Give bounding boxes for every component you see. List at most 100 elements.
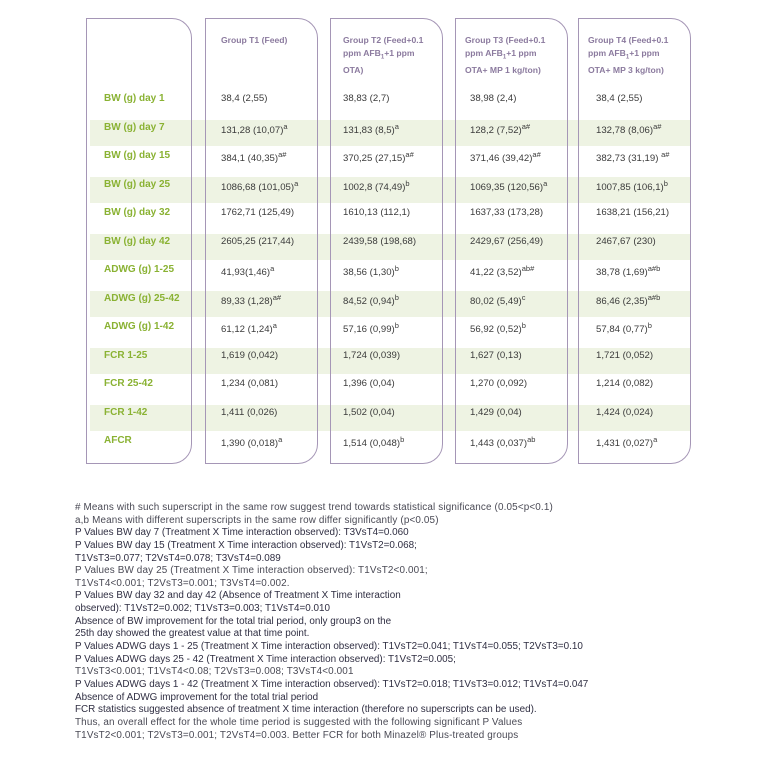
label-column-frame <box>86 18 192 464</box>
table-cell: 1007,85 (106,1)b <box>596 179 668 193</box>
cell-value: 56,92 (0,52) <box>470 324 522 335</box>
footnote-line: T1VsT2<0.001; T2VsT3=0.001; T2VsT4=0.003… <box>75 729 519 741</box>
footnote-line: P Values ADWG days 1 - 25 (Treatment X T… <box>75 641 583 653</box>
table-cell: 2429,67 (256,49) <box>470 236 543 247</box>
table-cell: 84,52 (0,94)b <box>343 293 399 307</box>
cell-value: 1638,21 (156,21) <box>596 207 670 218</box>
table-cell: 1762,71 (125,49) <box>221 207 294 218</box>
cell-value: 61,12 (1,24) <box>221 324 273 335</box>
table-cell: 1610,13 (112,1) <box>343 207 410 218</box>
table-cell: 89,33 (1,28)a# <box>221 293 281 307</box>
footnotes: # Means with such superscript in the sam… <box>75 502 755 742</box>
cell-superscript: a <box>653 435 658 444</box>
cell-superscript: b <box>394 264 399 273</box>
group-t2-column-frame <box>330 18 443 464</box>
cell-value: 84,52 (0,94) <box>343 295 395 307</box>
table-cell: 384,1 (40,35)a# <box>221 150 286 164</box>
footnote-line: P Values BW day 32 and day 42 (Absence o… <box>75 590 401 602</box>
cell-superscript: a# <box>532 150 541 159</box>
cell-value: 1002,8 (74,49) <box>343 181 406 193</box>
row-label: BW (g) day 15 <box>104 150 171 161</box>
table-cell: 41,22 (3,52)ab# <box>470 264 534 278</box>
cell-value: 38,4 (2,55) <box>221 93 268 104</box>
table-cell: 1,721 (0,052) <box>596 350 653 361</box>
footnote-line: T1VsT3<0.001; T1VsT4<0.08; T2VsT3=0.008;… <box>75 666 354 678</box>
cell-superscript: a# <box>405 150 414 159</box>
cell-value: 38,56 (1,30) <box>343 267 395 278</box>
cell-value: 41,93(1,46) <box>221 267 271 278</box>
cell-superscript: b <box>400 435 405 444</box>
table-cell: 80,02 (5,49)c <box>470 293 526 307</box>
footnote-line: Absence of ADWG improvement for the tota… <box>75 691 319 703</box>
row-label: AFCR <box>104 435 132 446</box>
table-cell: 57,84 (0,77)b <box>596 321 652 335</box>
table-cell: 56,92 (0,52)b <box>470 321 526 335</box>
cell-value: 89,33 (1,28) <box>221 295 273 307</box>
table-cell: 1,502 (0,04) <box>343 407 395 418</box>
cell-value: 38,78 (1,69) <box>596 267 648 278</box>
row-stripe <box>90 404 690 431</box>
footnote-line: P Values BW day 25 (Treatment X Time int… <box>75 565 428 577</box>
cell-value: 1007,85 (106,1) <box>596 181 664 193</box>
cell-value: 38,98 (2,4) <box>470 93 517 104</box>
cell-value: 1,270 (0,092) <box>470 378 528 389</box>
footnote-line: Absence of BW improvement for the total … <box>75 615 392 627</box>
cell-superscript: a <box>278 435 283 444</box>
table-cell: 1,443 (0,037)ab <box>470 435 535 449</box>
table-cell: 131,83 (8,5)a <box>343 122 399 136</box>
cell-value: 1637,33 (173,28) <box>470 207 544 218</box>
footnote-line: P Values ADWG days 1 - 42 (Treatment X T… <box>75 678 589 690</box>
cell-value: 1,619 (0,042) <box>221 349 279 361</box>
row-label: ADWG (g) 1-42 <box>104 321 174 332</box>
table-cell: 1086,68 (101,05)a <box>221 179 298 193</box>
table-cell: 132,78 (8,06)a# <box>596 122 661 136</box>
cell-value: 1,431 (0,027) <box>596 438 654 449</box>
table-cell: 1,270 (0,092) <box>470 378 527 389</box>
footnote-line: T1VsT4<0.001; T2VsT3=0.001; T3VsT4=0.002… <box>75 577 290 589</box>
table-cell: 382,73 (31,19) a# <box>596 150 669 164</box>
cell-value: 86,46 (2,35) <box>596 295 648 307</box>
row-label: FCR 25-42 <box>104 378 153 389</box>
table-cell: 2467,67 (230) <box>596 236 656 247</box>
table-cell: 61,12 (1,24)a <box>221 321 277 335</box>
footnote-line: P Values ADWG days 25 - 42 (Treatment X … <box>75 653 456 665</box>
row-stripe <box>90 347 690 374</box>
cell-value: 1,721 (0,052) <box>596 349 654 361</box>
cell-value: 370,25 (27,15) <box>343 153 406 164</box>
cell-superscript: b <box>405 178 410 188</box>
table-cell: 1637,33 (173,28) <box>470 207 543 218</box>
table-cell: 1,627 (0,13) <box>470 350 522 361</box>
cell-value: 1,234 (0,081) <box>221 378 279 389</box>
cell-superscript: b <box>394 292 399 302</box>
cell-value: 382,73 (31,19) <box>596 153 662 164</box>
cell-value: 2439,58 (198,68) <box>343 235 417 247</box>
footnote-line: 25th day showed the greatest value at th… <box>75 628 310 640</box>
row-stripe <box>90 176 690 203</box>
table-cell: 1002,8 (74,49)b <box>343 179 410 193</box>
footnote-line: Thus, an overall effect for the whole ti… <box>75 716 523 728</box>
footnote-line: observed): T1VsT2=0.002; T1VsT3=0.003; T… <box>75 603 330 615</box>
table-cell: 38,4 (2,55) <box>221 93 267 104</box>
cell-superscript: a# <box>272 292 282 302</box>
cell-superscript: b <box>521 321 526 330</box>
cell-value: 1,724 (0,039) <box>343 349 401 361</box>
table-cell: 1,424 (0,024) <box>596 407 653 418</box>
row-label: FCR 1-42 <box>104 406 148 418</box>
table-cell: 1,234 (0,081) <box>221 378 278 389</box>
table-cell: 1,429 (0,04) <box>470 407 522 418</box>
cell-value: 1762,71 (125,49) <box>221 207 295 218</box>
cell-value: 132,78 (8,06) <box>596 124 654 136</box>
cell-superscript: a <box>543 178 548 188</box>
group-t4-column-frame <box>578 18 691 464</box>
cell-value: 371,46 (39,42) <box>470 153 533 164</box>
cell-value: 38,83 (2,7) <box>343 93 390 104</box>
footnote-line: P Values BW day 7 (Treatment X Time inte… <box>75 527 409 539</box>
table-cell: 1,214 (0,082) <box>596 378 653 389</box>
cell-value: 1,424 (0,024) <box>596 406 654 418</box>
cell-value: 1610,13 (112,1) <box>343 207 411 218</box>
footnote-line: # Means with such superscript in the sam… <box>75 502 553 513</box>
table-cell: 128,2 (7,52)a# <box>470 122 530 136</box>
